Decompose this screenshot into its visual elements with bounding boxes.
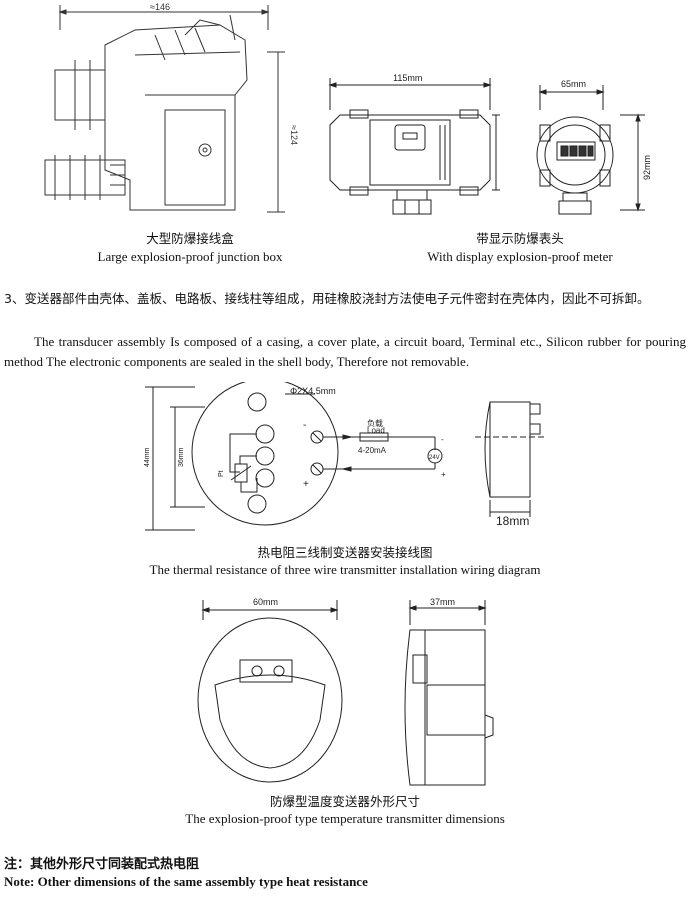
- current-label: 4-20mA: [358, 446, 387, 455]
- junction-caption-en: Large explosion-proof junction box: [97, 249, 283, 264]
- meter-height-label: 92mm: [642, 155, 652, 180]
- junction-box-drawing: ≈146 ≈124: [44, 2, 299, 213]
- width-label: 60mm: [253, 597, 278, 607]
- wiring-caption-cn: 热电阻三线制变送器安装接线图: [257, 545, 433, 560]
- supply-plus: +: [441, 470, 446, 479]
- meter-caption-cn: 带显示防爆表头: [476, 231, 564, 246]
- outer-dim-label: 44mm: [144, 447, 151, 467]
- thickness-label: 18mm: [496, 514, 529, 528]
- dimensions-caption-en: The explosion-proof type temperature tra…: [185, 811, 505, 826]
- junction-caption-cn: 大型防爆接线盒: [146, 231, 234, 246]
- meter-width-label: 115mm: [393, 73, 422, 83]
- minus-sign: -: [303, 420, 306, 431]
- depth-label: 37mm: [430, 597, 455, 607]
- note-en: Note: Other dimensions of the same assem…: [4, 874, 368, 889]
- hole-size-label: Φ2X4.5mm: [290, 386, 336, 396]
- section3-text-en: The transducer assembly Is composed of a…: [4, 334, 686, 369]
- dimensions-drawing: 60mm 37mm: [197, 597, 494, 786]
- display-meter-drawing: 115mm 65mm 92mm: [328, 73, 652, 215]
- supply-label: 24V: [429, 455, 440, 461]
- note-cn: 注：其他外形尺寸同装配式热电阻: [4, 857, 200, 872]
- plus-sign: +: [303, 479, 309, 490]
- supply-minus: -: [441, 435, 444, 444]
- wiring-diagram: Φ2X4.5mm 负载 Load 4-20mA 24V - + - + Pt 4…: [144, 382, 545, 531]
- load-label-en: Load: [367, 426, 385, 435]
- wiring-caption-en: The thermal resistance of three wire tra…: [149, 562, 541, 577]
- junction-height-label: ≈124: [289, 125, 299, 145]
- section3-text-cn: 3、变送器部件由壳体、盖板、电路板、接线柱等组成，用硅橡胶浇封方法使电子元件密封…: [4, 291, 650, 306]
- inner-dim-label: 36mm: [178, 447, 185, 467]
- dimensions-caption-cn: 防爆型温度变送器外形尺寸: [269, 794, 420, 809]
- meter-caption-en: With display explosion-proof meter: [427, 249, 613, 264]
- meter-depth-label: 65mm: [561, 79, 586, 89]
- junction-width-label: ≈146: [150, 2, 170, 12]
- load-label-cn: 负载: [367, 418, 383, 428]
- rtd-label: Pt: [218, 470, 225, 477]
